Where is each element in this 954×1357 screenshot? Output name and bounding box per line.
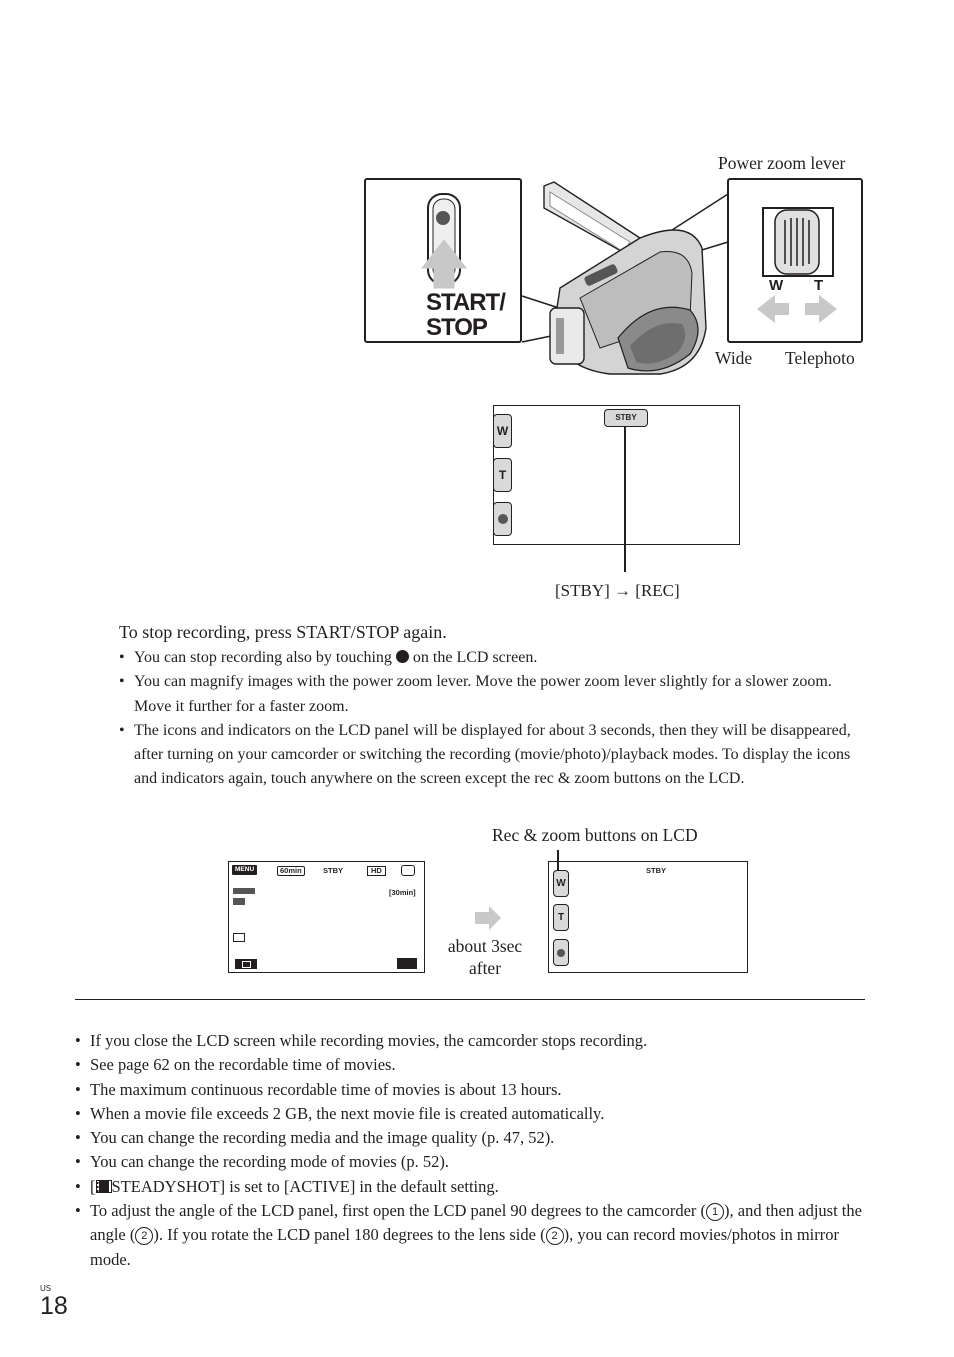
rec-dot-icon: [395, 650, 409, 663]
lever-w-label: W: [769, 277, 784, 294]
notes-list: If you close the LCD screen while record…: [75, 1029, 865, 1272]
list-item: You can change the recording mode of mov…: [75, 1150, 865, 1175]
telephoto-label: Telephoto: [785, 348, 855, 368]
media-icon: [401, 865, 415, 876]
arrow-right-icon: [475, 906, 501, 935]
audio-icon: [233, 888, 255, 894]
power-zoom-callout: W T: [727, 178, 863, 343]
list-item: You can magnify images with the power zo…: [119, 670, 859, 719]
lcd-screen-standby: W T STBY: [493, 405, 740, 545]
lever-t-label: T: [814, 277, 824, 294]
rec-zoom-label: Rec & zoom buttons on LCD: [492, 825, 698, 845]
rec-caption: [REC]: [635, 581, 680, 600]
power-zoom-label: Power zoom lever: [718, 153, 846, 173]
right-arrow-icon: →: [614, 581, 632, 600]
start-stop-label: START/ STOP: [426, 289, 506, 341]
zoom-w-button[interactable]: W: [493, 414, 512, 448]
mode-icon[interactable]: [397, 958, 417, 969]
stby-rec-caption: [STBY] → [REC]: [555, 581, 680, 601]
about-3sec-label: about 3sec after: [447, 936, 523, 978]
divider: [75, 999, 865, 1000]
start-stop-callout: START/ STOP: [364, 178, 522, 343]
list-item: The icons and indicators on the LCD pane…: [119, 719, 859, 792]
list-item: To adjust the angle of the LCD panel, fi…: [75, 1199, 865, 1272]
list-item: [STEADYSHOT] is set to [ACTIVE] in the d…: [75, 1175, 865, 1200]
start-stop-button-icon: [420, 193, 468, 289]
rec-button[interactable]: [493, 502, 512, 536]
scene-icon: [233, 898, 245, 905]
rec-dot-icon: [498, 514, 508, 524]
list-item: You can stop recording also by touching …: [119, 646, 859, 671]
stby-indicator: STBY: [646, 866, 667, 875]
circled-2: 2: [545, 1227, 564, 1246]
face-detect-icon: [233, 933, 245, 942]
stby-indicator: STBY: [323, 866, 344, 875]
stby-pointer-line: [624, 426, 626, 572]
stby-indicator: STBY: [604, 409, 648, 427]
playback-button[interactable]: [235, 959, 257, 969]
steadyshot-film-icon: [95, 1179, 112, 1193]
zoom-t-button[interactable]: T: [493, 458, 512, 492]
stop-recording-bullets: You can stop recording also by touching …: [119, 646, 859, 792]
remaining-battery: 60min: [277, 866, 305, 876]
lcd-screen-simplified: W T STBY: [548, 861, 748, 973]
zoom-lever-icon: [757, 207, 837, 323]
lcd-screen-full: MENU 60min STBY HD [30min]: [228, 861, 425, 973]
list-item: If you close the LCD screen while record…: [75, 1029, 865, 1054]
region-code: US: [40, 1284, 52, 1293]
zoom-w-button[interactable]: W: [553, 870, 569, 897]
stop-recording-heading: To stop recording, press START/STOP agai…: [119, 622, 447, 642]
stby-caption: [STBY]: [555, 581, 610, 600]
list-item: You can change the recording media and t…: [75, 1126, 865, 1151]
page-number: 18: [40, 1292, 68, 1320]
hd-quality-icon: HD: [367, 866, 386, 876]
zoom-t-button[interactable]: T: [553, 904, 569, 931]
list-item: The maximum continuous recordable time o…: [75, 1078, 865, 1103]
list-item: See page 62 on the recordable time of mo…: [75, 1053, 865, 1078]
circled-1: 1: [706, 1203, 725, 1222]
rec-zoom-pointer: [557, 850, 559, 870]
rec-dot-icon: [557, 949, 565, 957]
menu-button[interactable]: MENU: [232, 865, 258, 875]
rec-button[interactable]: [553, 939, 569, 966]
recording-time: [30min]: [389, 888, 416, 897]
circled-2: 2: [135, 1227, 154, 1246]
list-item: When a movie file exceeds 2 GB, the next…: [75, 1102, 865, 1127]
wide-label: Wide: [715, 348, 753, 368]
camcorder-illustration: [521, 181, 729, 375]
